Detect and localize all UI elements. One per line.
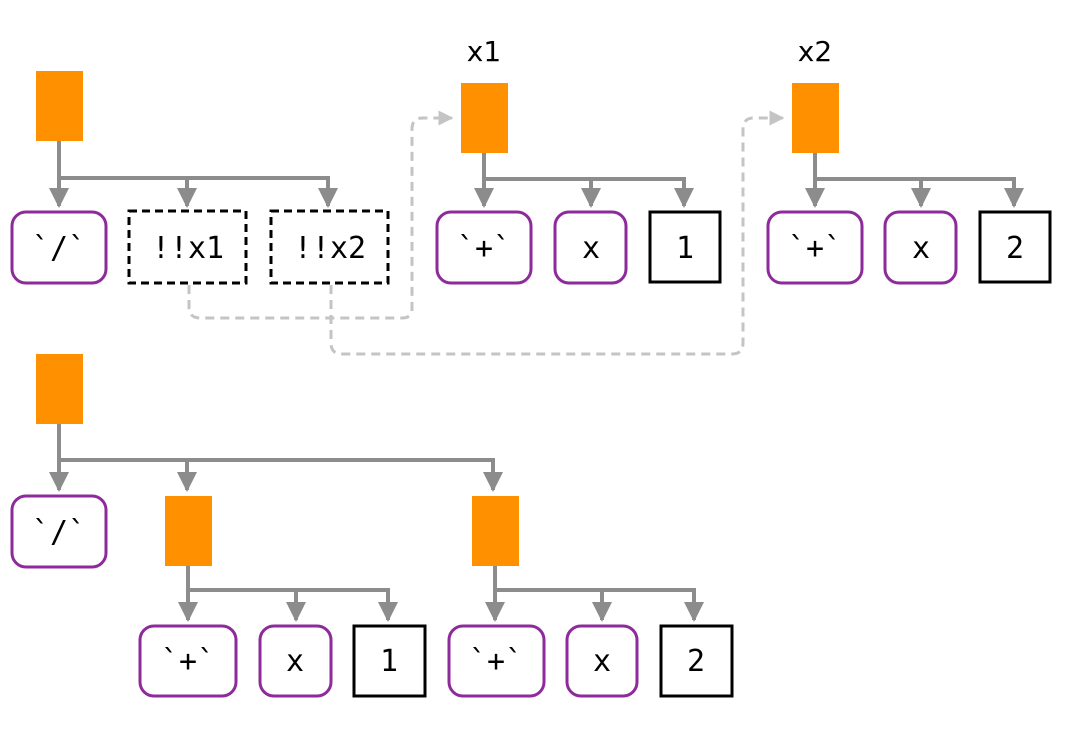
symbol-node	[766, 210, 864, 285]
symbol-label: `/`	[32, 231, 86, 266]
symbol-label: x	[593, 644, 611, 679]
symbol-node	[10, 494, 108, 569]
constant-label: 2	[1006, 231, 1024, 266]
tree-edge	[493, 566, 696, 592]
symbol-label: `+`	[161, 644, 215, 679]
symbol-node	[553, 210, 628, 285]
call-node	[165, 496, 212, 566]
constant-node	[659, 624, 734, 698]
tree-edge	[482, 153, 686, 181]
symbol-label: `+`	[457, 231, 511, 266]
symbol-label: `/`	[32, 515, 86, 550]
top-x2-tree: x2 `+` x 2	[766, 35, 1052, 285]
symbol-node	[10, 210, 108, 285]
constant-label: 1	[676, 231, 694, 266]
tree-edge	[57, 424, 495, 462]
symbol-node	[447, 624, 546, 698]
symbol-node	[883, 210, 958, 285]
symbol-node	[138, 624, 238, 698]
tree-label: x1	[467, 35, 501, 68]
symbol-node	[565, 624, 639, 698]
unquote-link-x2	[329, 110, 785, 356]
call-node	[792, 83, 839, 153]
tree-edge	[186, 566, 390, 592]
call-node	[472, 496, 519, 566]
symbol-label: `+`	[788, 231, 842, 266]
constant-node	[978, 210, 1052, 284]
bottom-tree: `/` `+` x 1 `+` x 2	[10, 354, 734, 698]
symbol-label: x	[286, 644, 304, 679]
unquote-node	[127, 209, 248, 285]
constant-label: 2	[687, 644, 705, 679]
constant-node	[648, 210, 722, 284]
unquote-link-x1	[187, 110, 454, 320]
symbol-label: x	[912, 231, 930, 266]
tree-label: x2	[798, 35, 832, 68]
unquote-node	[269, 209, 390, 285]
call-node	[461, 83, 508, 153]
symbol-node	[435, 210, 533, 285]
symbol-label: x	[582, 231, 600, 266]
symbol-label: `+`	[469, 644, 523, 679]
top-main-tree: `/` !!x1 !!x2	[10, 71, 390, 285]
call-node	[36, 354, 83, 424]
tree-edge	[57, 141, 330, 180]
unquote-label: !!x2	[294, 231, 366, 266]
constant-node	[352, 624, 427, 698]
tree-edge	[813, 153, 1016, 181]
top-x1-tree: x1 `+` x 1	[435, 35, 722, 285]
unquote-label: !!x1	[152, 231, 224, 266]
call-node	[36, 71, 83, 141]
constant-label: 1	[380, 644, 398, 679]
symbol-node	[258, 624, 333, 698]
